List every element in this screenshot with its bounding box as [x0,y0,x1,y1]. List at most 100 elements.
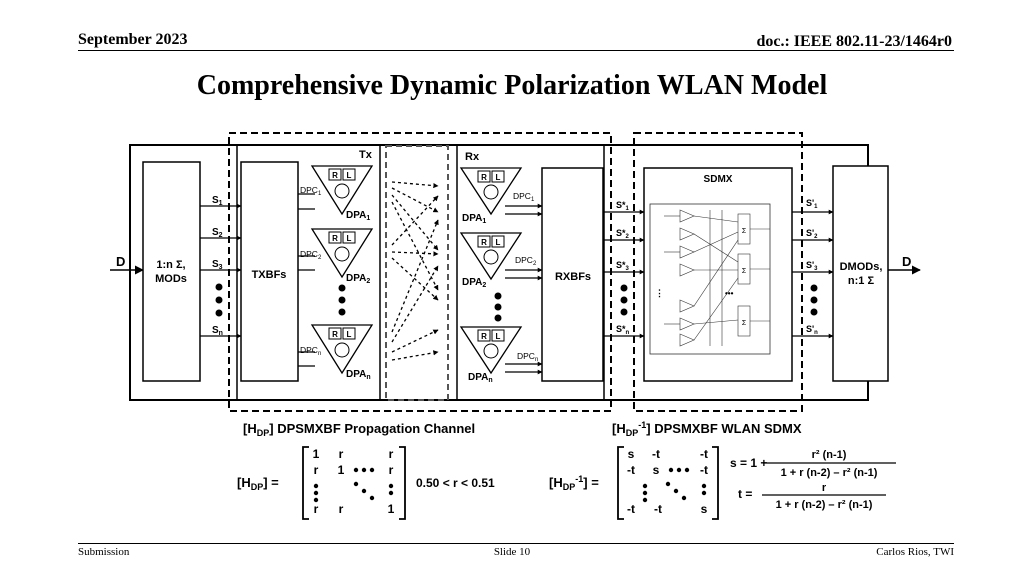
out-stream-n: S'n [806,324,818,336]
tx-dpc-n: DPCn [300,345,321,357]
svg-text:-t: -t [627,502,635,516]
rx-dpa-1-label: DPA1 [462,213,486,225]
out-stream-1: S'1 [806,198,818,210]
rx-dpa-1: R L [459,167,523,216]
svg-text:L: L [347,234,352,243]
tx-dpa-n: R L [310,324,374,375]
tx-dpc-2: DPC2 [300,249,322,261]
svg-text:s: s [653,463,660,477]
svg-text:•••: ••• [725,289,734,298]
r-range: 0.50 < r < 0.51 [416,476,495,490]
svg-text:R: R [481,173,487,182]
svg-text:Σ: Σ [742,228,747,235]
mod-label-1: 1:n Σ, [156,259,185,271]
rx-dpa-n: R L [459,326,523,375]
footer-slide-number: Slide 10 [493,546,531,558]
svg-text:s: s [701,502,708,516]
propagation-paths [391,181,439,361]
s-denominator: 1 + r (n-2) – r² (n-1) [781,467,878,479]
out-stream-2: S'2 [806,228,818,240]
mod-label-2: MODs [155,273,187,285]
dmod-block [832,165,889,382]
svg-text:-t: -t [627,463,635,477]
svg-text:-t: -t [654,502,662,516]
svg-text:-t: -t [652,447,660,461]
rx-dpc-1: DPC1 [513,191,535,203]
rx-stream-2: S*2 [616,228,630,240]
t-lhs: t = [738,487,752,501]
rx-dpc-2: DPC2 [515,255,537,267]
input-label: D [116,254,125,269]
tx-dpa-1-label: DPA1 [346,210,370,222]
rx-dpa-2-label: DPA2 [462,277,486,289]
tx-dpc-1: DPC1 [300,185,322,197]
output-label: D [902,254,911,269]
rx-stream-3: S*3 [616,260,630,272]
svg-text:r: r [314,463,319,477]
svg-text:-t: -t [700,447,708,461]
svg-text:L: L [347,171,352,180]
rx-dpc-n: DPCn [517,351,538,363]
svg-text:1: 1 [313,447,320,461]
hdp-label: [HDP] = [237,475,279,492]
svg-text:R: R [481,332,487,341]
svg-text:r: r [389,447,394,461]
rxbfs-label: RXBFs [555,271,591,283]
svg-text:1: 1 [388,502,395,516]
svg-text:Σ: Σ [742,268,747,275]
tx-stream-n: Sn [212,325,223,337]
hdp-matrix: 1 r r r 1 r r r 1 [313,447,395,516]
sdmx-label: SDMX [704,174,733,185]
svg-text:R: R [481,238,487,247]
tx-dpa-1: R L [310,165,374,216]
hdpinv-bracket-right [712,446,719,520]
t-denominator: 1 + r (n-2) – r² (n-1) [776,499,873,511]
svg-text:-t: -t [700,463,708,477]
svg-text:⋮: ⋮ [655,288,664,298]
mod-block [142,161,201,382]
rxbfs-block [541,167,604,382]
s-lhs: s = 1 + [730,456,767,470]
rx-stream-n: S*n [616,324,630,336]
svg-text:R: R [332,330,338,339]
hdp-bracket-right [399,446,406,520]
rx-label: Rx [465,151,480,163]
rx-stream-1: S*1 [616,200,630,212]
svg-text:L: L [496,173,501,182]
hdpinv-label: [HDP-1] = [549,474,599,492]
header-rule [78,50,954,51]
svg-text:R: R [332,171,338,180]
svg-text:1: 1 [338,463,345,477]
svg-text:r: r [389,463,394,477]
svg-text:L: L [496,238,501,247]
hdp-bracket-left [302,446,309,520]
svg-text:r: r [339,502,344,516]
svg-text:r: r [339,447,344,461]
sdmx-internal [664,209,770,347]
rx-dpa-n-label: DPAn [468,372,493,384]
txbfs-label: TXBFs [252,269,287,281]
dmod-label-1: DMODs, [840,261,883,273]
header-date: September 2023 [78,31,188,48]
tx-dpa-n-label: DPAn [346,369,371,381]
footer-author: Carlos Rios, TWI [876,546,954,558]
tx-dpa-2-label: DPA2 [346,273,370,285]
txbfs-block [240,161,299,382]
svg-text:R: R [332,234,338,243]
slide-title: Comprehensive Dynamic Polarization WLAN … [196,70,828,101]
tx-box [236,144,381,401]
svg-text:r: r [314,502,319,516]
tx-stream-1: S1 [212,195,223,207]
footer-submission: Submission [78,546,130,558]
tx-stream-3: S3 [212,259,223,271]
footer-rule [78,543,954,544]
svg-text:L: L [496,332,501,341]
hdpinv-matrix: s -t -t -t s -t -t -t s [627,447,708,516]
tx-dpa-2: R L [310,228,374,279]
sdmx-caption: [HDP-1] DPSMXBF WLAN SDMX [612,420,802,438]
tx-stream-2: S2 [212,227,223,239]
svg-text:L: L [347,330,352,339]
out-stream-3: S'3 [806,260,818,272]
t-numerator: r [822,482,827,494]
